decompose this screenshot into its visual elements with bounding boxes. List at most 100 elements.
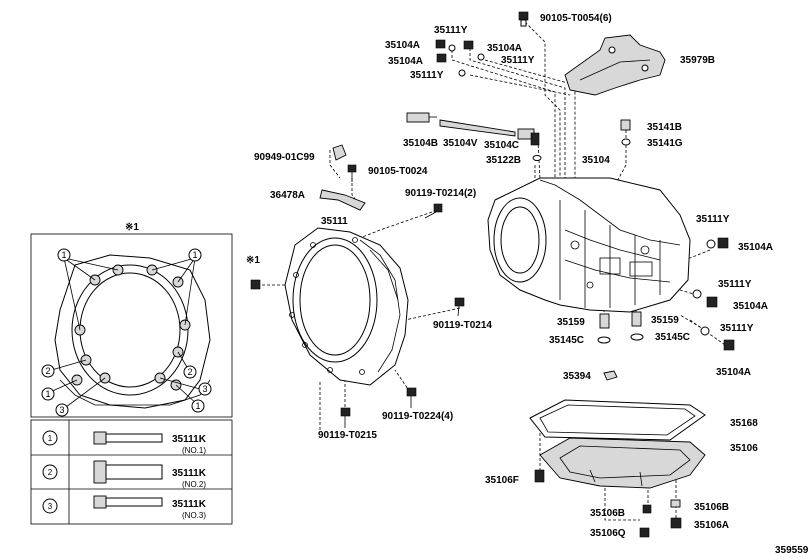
callout-label: 35106Q xyxy=(590,528,626,539)
transmission-case-35104-icon xyxy=(487,177,691,313)
callout-label: 35106 xyxy=(730,443,758,454)
bracket-36478A-icon xyxy=(319,189,366,211)
callout-label: 35111Y xyxy=(501,55,535,66)
callout-label: 35104V xyxy=(443,138,478,149)
bracket-35979B-icon xyxy=(564,34,666,96)
callout-label: 35104A xyxy=(738,242,773,253)
oil-pan-35106-icon xyxy=(539,437,706,489)
legend-num: 1 xyxy=(48,434,53,443)
note-mark: ※1 xyxy=(246,255,260,266)
callout-labels: 90105-T0054(6) 35111Y 35104A 35104A 3510… xyxy=(246,13,773,539)
ring-35122B-icon xyxy=(532,155,542,161)
bolt-35106B-icons xyxy=(642,499,681,514)
legend-table xyxy=(30,419,233,525)
callout-label: 35111Y xyxy=(718,279,752,290)
inset-bubbles: 1 1 2 2 1 3 3 1 xyxy=(41,248,212,417)
plug-35104A-top-icons xyxy=(435,39,485,77)
filter-35159-icons xyxy=(599,311,642,329)
inset-detail-box xyxy=(30,233,233,418)
callout-label: 35111Y xyxy=(434,25,468,36)
callout-label: 35159 xyxy=(651,315,679,326)
callout-label: 90105-T0024 xyxy=(368,166,428,177)
washer-35145C-icons xyxy=(597,333,644,344)
callout-label: 35104B xyxy=(403,138,438,149)
callout-label: 35111Y xyxy=(410,70,444,81)
legend-note: (NO.2) xyxy=(182,480,206,489)
inset-bubble: 1 xyxy=(61,250,66,260)
inset-bubble: 2 xyxy=(45,366,50,376)
callout-label: 90949-01C99 xyxy=(254,152,315,163)
inset-bubble: 3 xyxy=(59,405,64,415)
callout-label: 35104A xyxy=(733,301,768,312)
rod-35104V-icon xyxy=(439,119,516,137)
ring-35141G-icon xyxy=(621,138,631,146)
legend-bolt-3-icon xyxy=(93,495,163,509)
callout-label: 35104A xyxy=(716,367,751,378)
legend-note: (NO.3) xyxy=(182,511,206,520)
callout-label: 90119-T0214(2) xyxy=(405,188,476,199)
bolt-90119-T0215-icon xyxy=(340,407,351,428)
callout-label: 35106F xyxy=(485,475,519,486)
bolt-90105-T0054-icon xyxy=(518,11,529,27)
legend-part: 35111K xyxy=(172,499,207,510)
callout-label: 35122B xyxy=(486,155,521,166)
callout-label: 35104A xyxy=(487,43,522,54)
legend-texts: 1 2 3 35111K (NO.1) 35111K (NO.2) 35111K… xyxy=(42,430,207,520)
callout-label: 35104 xyxy=(582,155,610,166)
legend-num: 3 xyxy=(48,502,53,511)
bolt-90119-T0214-upper-icon xyxy=(424,203,443,219)
callout-label: 35168 xyxy=(730,418,758,429)
sensor-35104B-icon xyxy=(406,112,437,123)
plug-35106F-icon xyxy=(534,469,545,483)
callout-label: 35111Y xyxy=(696,214,730,225)
legend-num: 2 xyxy=(48,468,53,477)
callout-label: 90119-T0215 xyxy=(318,430,377,441)
clamp-90949-01C99-icon xyxy=(332,144,347,161)
inset-bubble: 1 xyxy=(195,401,200,411)
callout-label: 35141G xyxy=(647,138,683,149)
plug-35141B-icon xyxy=(620,119,631,131)
inset-title: ※1 xyxy=(125,222,139,233)
diagram-id: 359559 xyxy=(775,545,809,556)
inset-bubble: 1 xyxy=(45,389,50,399)
inset-bubble: 2 xyxy=(187,367,192,377)
callout-label: 35979B xyxy=(680,55,715,66)
inset-bubble: 3 xyxy=(202,384,207,394)
legend-note: (NO.1) xyxy=(182,446,206,455)
fitting-35104C-icon xyxy=(517,128,540,146)
callout-label: 90119-T0214 xyxy=(433,320,492,331)
callout-label: 35104C xyxy=(484,140,519,151)
callout-label: 35104A xyxy=(388,56,423,67)
callout-label: 35145C xyxy=(655,332,690,343)
converter-housing-35111-icon xyxy=(284,227,409,386)
legend-bolt-1-icon xyxy=(93,431,163,445)
callout-label: 35111 xyxy=(321,216,348,227)
callout-label: 35111Y xyxy=(720,323,754,334)
callout-label: 35145C xyxy=(549,335,584,346)
gasket-35106Q-icon xyxy=(639,527,650,538)
inset-bubble: 1 xyxy=(192,250,197,260)
legend-part: 35111K xyxy=(172,434,207,445)
bolt-90105-T0024-icon xyxy=(347,164,357,182)
callout-label: 36478A xyxy=(270,190,305,201)
bolt-90119-T0224-icon xyxy=(406,387,417,408)
bolt-90119-T0214-icon xyxy=(454,297,465,317)
magnet-35394-icon xyxy=(603,370,618,381)
callout-label: 35141B xyxy=(647,122,682,133)
callout-label: 35394 xyxy=(563,371,591,382)
legend-bolt-2-icon xyxy=(93,460,163,484)
callout-label: 90105-T0054(6) xyxy=(540,13,612,24)
callout-label: 90119-T0224(4) xyxy=(382,411,453,422)
legend-part: 35111K xyxy=(172,468,207,479)
bolt-note1-icon xyxy=(250,279,261,290)
callout-label: 35106B xyxy=(694,502,729,513)
callout-label: 35106A xyxy=(694,520,729,531)
plug-35104A-right-icons xyxy=(692,237,735,351)
callout-label: 35159 xyxy=(557,317,585,328)
plug-35106A-icon xyxy=(670,517,682,529)
callout-label: 35104A xyxy=(385,40,420,51)
gasket-35168-icon xyxy=(529,399,706,441)
callout-label: 35106B xyxy=(590,508,625,519)
